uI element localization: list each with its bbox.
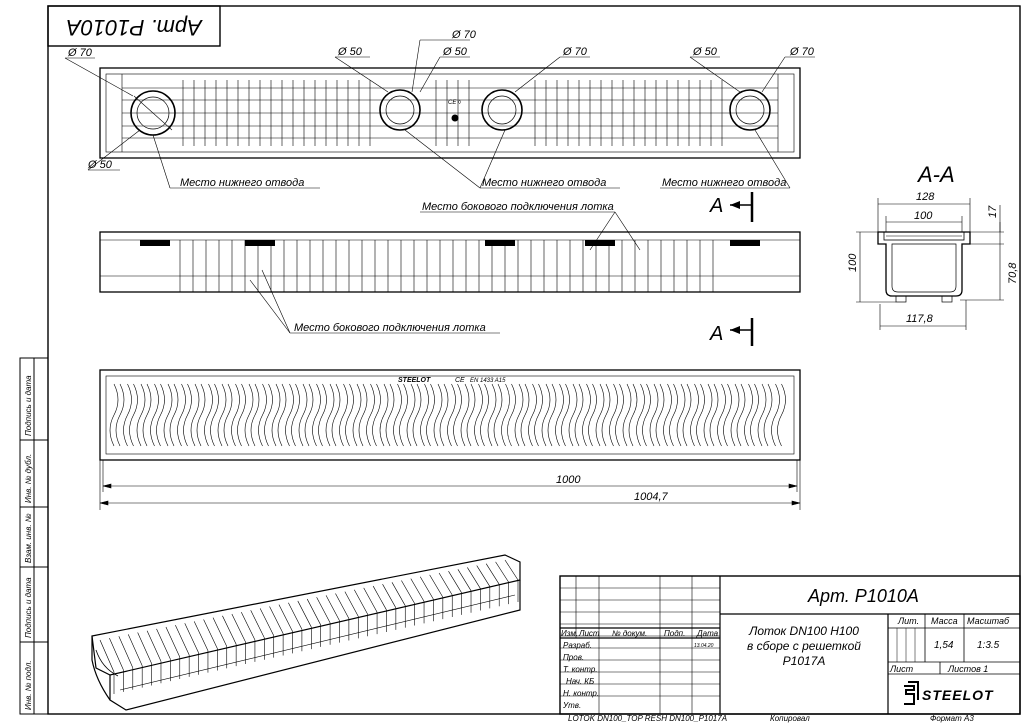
dim-70-8: 70,8	[1007, 262, 1019, 284]
footer-format: Формат А3	[930, 714, 974, 723]
side-connection-label-1: Место бокового подключения лотка	[422, 201, 614, 213]
outlet-3	[481, 89, 523, 131]
scale-label: Масштаб	[967, 616, 1010, 626]
sheets-label: Листов 1	[947, 664, 988, 674]
grate-brand-mark: STEELOT	[398, 377, 431, 384]
phi50-callout-2: Ø 50	[442, 46, 468, 58]
side-stamp-cell-3: Взам. инв. №	[24, 513, 33, 563]
dim-128: 128	[916, 191, 935, 203]
phi50-callout-4: Ø 50	[87, 159, 113, 171]
footer-copied: Копировал	[770, 714, 810, 723]
section-marker-top-label: А	[709, 195, 723, 217]
role-prov: Пров.	[563, 653, 584, 662]
outlet-4	[729, 89, 771, 131]
sheet-label: Лист	[889, 664, 914, 674]
grate-ce-mark: CE	[455, 377, 465, 384]
date-value: 13.04.20	[694, 643, 714, 649]
footer-file-name: LOTOK DN100_TOP RESH DN100_P1017A	[568, 714, 727, 723]
title-description-line-2: в сборе с решеткой	[747, 639, 861, 653]
grate-view	[99, 369, 801, 461]
side-stamp-cell-5: Инв. № подл.	[24, 660, 33, 710]
role-utv: Утв.	[562, 701, 581, 710]
title-description-line-1: Лоток DN100 H100	[748, 624, 859, 638]
role-nachkb: Нач. КБ	[566, 677, 594, 686]
title-description-line-3: Р1017А	[783, 654, 826, 668]
top-view-callouts	[64, 39, 815, 189]
company-logo: STEELOT	[904, 681, 994, 705]
dim-100-height: 100	[847, 253, 859, 272]
scale-value: 1:3.5	[977, 640, 1000, 651]
side-stamp-cell-2: Инв. № дубл.	[24, 454, 33, 503]
phi70-callout-2: Ø 70	[451, 29, 477, 41]
role-nkontr: Н. контр.	[563, 689, 599, 698]
section-title: А-А	[916, 162, 955, 187]
role-tkontr: Т. контр.	[563, 665, 598, 674]
side-stamp	[19, 357, 49, 715]
mass-value: 1,54	[934, 640, 954, 651]
phi70-callout-3: Ø 70	[562, 46, 588, 58]
dim-17: 17	[987, 205, 999, 218]
section-view	[877, 231, 971, 303]
section-dimensions	[856, 198, 1004, 330]
company-logo-icon	[904, 681, 919, 705]
company-name: STEELOT	[922, 687, 994, 703]
dim-100-width: 100	[914, 210, 933, 222]
section-marker-bottom	[730, 318, 754, 346]
section-marker-bottom-label: А	[709, 323, 723, 345]
lower-outlet-label-2: Место нижнего отвода	[482, 177, 606, 189]
length-dimensions	[99, 460, 801, 510]
section-marker-top	[730, 192, 754, 222]
mass-label: Масса	[931, 616, 958, 626]
article-stamp-top: Арт. Р1010А	[47, 5, 221, 47]
side-callouts	[249, 211, 641, 334]
dim-117-8: 117,8	[906, 313, 934, 325]
side-view	[99, 231, 801, 293]
lower-outlet-label-1: Место нижнего отвода	[180, 177, 304, 189]
top-view: CE ◊	[99, 67, 801, 159]
phi70-callout-1: Ø 70	[67, 47, 93, 59]
side-connection-label-2: Место бокового подключения лотка	[294, 322, 486, 334]
col-header-izm: Изм.	[561, 629, 578, 638]
lower-outlet-label-3: Место нижнего отвода	[662, 177, 786, 189]
col-header-list: Лист	[578, 629, 600, 638]
side-stamp-cell-1: Подпись и дата	[24, 375, 33, 436]
grate-standard-mark: EN 1433 A15	[470, 378, 506, 384]
dim-1000: 1000	[556, 474, 581, 486]
title-article: Арт. Р1010А	[807, 586, 919, 606]
col-header-date: Дата	[696, 629, 719, 638]
col-header-sign: Подп.	[664, 629, 685, 638]
outlet-2	[379, 89, 421, 131]
side-stamp-cell-4: Подпись и дата	[24, 577, 33, 638]
col-header-doc: № докум.	[612, 629, 647, 638]
dim-1004-7: 1004,7	[634, 491, 669, 503]
title-block	[559, 575, 1021, 715]
phi70-callout-4: Ø 70	[789, 46, 815, 58]
phi50-callout-1: Ø 50	[337, 46, 363, 58]
phi50-callout-3: Ø 50	[692, 46, 718, 58]
lit-label: Лит.	[897, 616, 919, 626]
svg-text:CE ◊: CE ◊	[448, 99, 462, 106]
isometric-view	[91, 554, 521, 711]
role-razrab: Разраб.	[563, 641, 592, 650]
article-top-text: Арт. Р1010А	[66, 15, 204, 40]
